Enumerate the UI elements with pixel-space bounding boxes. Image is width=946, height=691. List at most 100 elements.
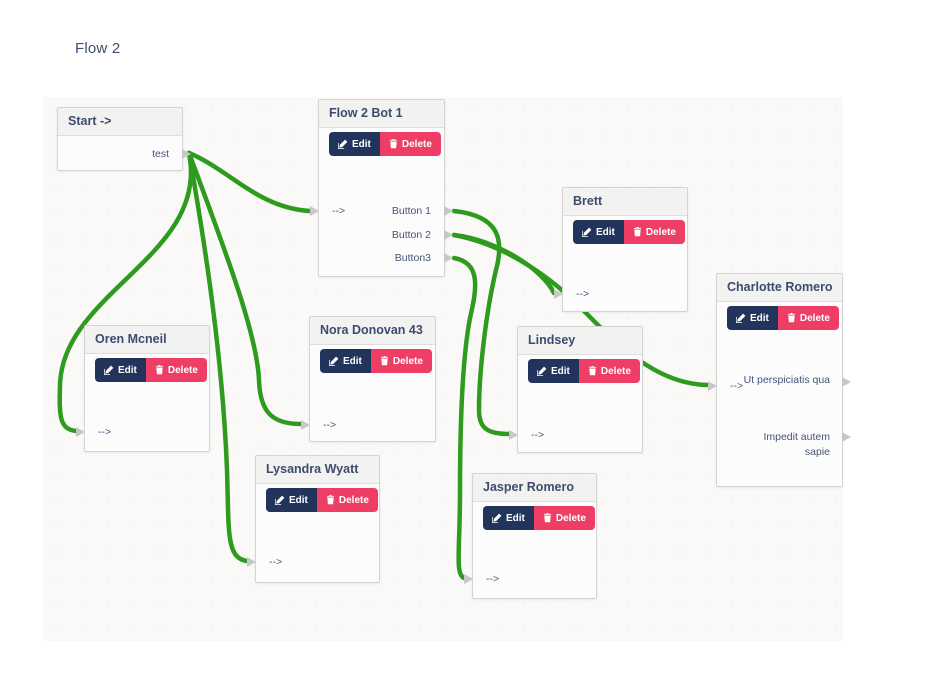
input-row: --> [509,424,642,446]
edit-icon [329,356,339,366]
edit-icon [338,139,348,149]
delete-button[interactable]: Delete [623,220,685,244]
edit-label: Edit [506,512,525,524]
delete-button[interactable]: Delete [370,349,432,373]
edit-button[interactable]: Edit [528,359,579,383]
node-flow-2-bot-1-title[interactable]: Flow 2 Bot 1 [319,100,444,128]
trash-icon [633,227,642,237]
edit-button[interactable]: Edit [320,349,371,373]
node-oren-mcneil-title[interactable]: Oren Mcneil [85,326,209,354]
edit-button[interactable]: Edit [727,306,778,330]
node-nora-donovan-43-title[interactable]: Nora Donovan 43 [310,317,435,345]
output-row-button-3: Button3 [319,247,453,269]
output-port-button-2[interactable] [444,230,453,240]
input-port[interactable] [464,574,473,584]
input-label: --> [486,573,500,585]
edit-label: Edit [551,365,570,377]
trash-icon [155,365,164,375]
flow-header: Flow 2 [43,10,843,98]
node-jasper-romero[interactable]: Jasper Romero Edit Delete --> [464,473,597,599]
edit-label: Edit [750,312,769,324]
page-title: Flow 2 [75,40,121,57]
edit-icon [492,513,502,523]
delete-label: Delete [645,226,676,238]
input-row: --> [310,200,388,222]
input-label: --> [332,205,346,217]
delete-label: Delete [392,355,423,367]
input-label: --> [98,426,112,438]
input-port[interactable] [509,430,518,440]
edit-button[interactable]: Edit [483,506,534,530]
edge-start:test-to-nora:input[interactable] [186,150,304,427]
delete-button[interactable]: Delete [578,359,640,383]
node-jasper-romero-title[interactable]: Jasper Romero [473,474,596,502]
node-nora-donovan-43[interactable]: Nora Donovan 43 Edit Delete --> [301,316,436,442]
flow-panel: Flow 2 [43,10,843,641]
delete-button[interactable]: Delete [533,506,595,530]
input-port[interactable] [247,557,256,567]
output-port-test[interactable] [182,149,191,159]
node-lysandra-wyatt[interactable]: Lysandra Wyatt Edit Delete --> [247,455,380,583]
input-port[interactable] [310,206,319,216]
input-port[interactable] [708,381,717,391]
input-port[interactable] [301,420,310,430]
node-start[interactable]: Start -> test [57,107,191,171]
input-row: --> [247,551,379,573]
delete-label: Delete [338,494,369,506]
trash-icon [389,139,398,149]
edge-bot1:button-2-to-charlotte:input[interactable] [451,232,712,388]
edit-button[interactable]: Edit [95,358,146,382]
edit-button[interactable]: Edit [573,220,624,244]
output-label: Button 2 [391,229,431,241]
output-port-button-3[interactable] [444,253,453,263]
trash-icon [787,313,796,323]
node-lindsey[interactable]: Lindsey Edit Delete --> [509,326,643,453]
node-brett-title[interactable]: Brett [563,188,687,216]
edit-label: Edit [596,226,615,238]
output-label: Ut perspiciatis qua [743,374,830,386]
input-label: --> [323,419,337,431]
edge-start:test-to-bot1:input[interactable] [186,150,313,214]
delete-label: Delete [600,365,631,377]
node-flow-2-bot-1[interactable]: Flow 2 Bot 1 Edit Delete --> Button 1 Bu… [310,99,453,277]
edit-icon [537,366,547,376]
delete-button[interactable]: Delete [145,358,207,382]
input-port[interactable] [76,427,85,437]
node-charlotte-romero-title[interactable]: Charlotte Romero [717,274,842,302]
output-port-impedit-autem[interactable] [842,432,851,442]
output-row-button-1: Button 1 [319,200,453,222]
trash-icon [588,366,597,376]
node-oren-mcneil[interactable]: Oren Mcneil Edit Delete --> [76,325,210,452]
delete-button[interactable]: Delete [777,306,839,330]
input-label: --> [269,556,283,568]
edit-icon [582,227,592,237]
delete-label: Delete [401,138,432,150]
edit-button[interactable]: Edit [266,488,317,512]
edit-label: Edit [352,138,371,150]
node-start-title[interactable]: Start -> [58,108,182,136]
node-lindsey-title[interactable]: Lindsey [518,327,642,355]
input-port[interactable] [554,289,563,299]
delete-button[interactable]: Delete [379,132,441,156]
edit-label: Edit [118,364,137,376]
output-row-test: test [58,143,191,165]
delete-label: Delete [555,512,586,524]
output-row-button-2: Button 2 [319,224,453,246]
edge-bot1:button-3-to-jasper:input[interactable] [451,255,478,581]
output-port-ut-perspiciatis[interactable] [842,377,851,387]
output-port-button-1[interactable] [444,206,453,216]
edge-start:test-to-oren:input[interactable] [57,150,194,434]
node-lysandra-wyatt-title[interactable]: Lysandra Wyatt [256,456,379,484]
node-brett[interactable]: Brett Edit Delete --> [554,187,688,312]
input-row: --> [464,568,596,590]
output-label: Impedit autem sapie [763,431,830,458]
trash-icon [380,356,389,366]
edge-start:test-to-lysandra:input[interactable] [186,150,250,564]
edge-bot1:button-1-to-lindsey:input[interactable] [451,208,512,437]
edit-label: Edit [343,355,362,367]
output-label: test [152,148,169,160]
node-charlotte-romero[interactable]: Charlotte Romero Edit Delete --> Ut pers… [708,273,851,487]
edit-button[interactable]: Edit [329,132,380,156]
delete-button[interactable]: Delete [316,488,378,512]
